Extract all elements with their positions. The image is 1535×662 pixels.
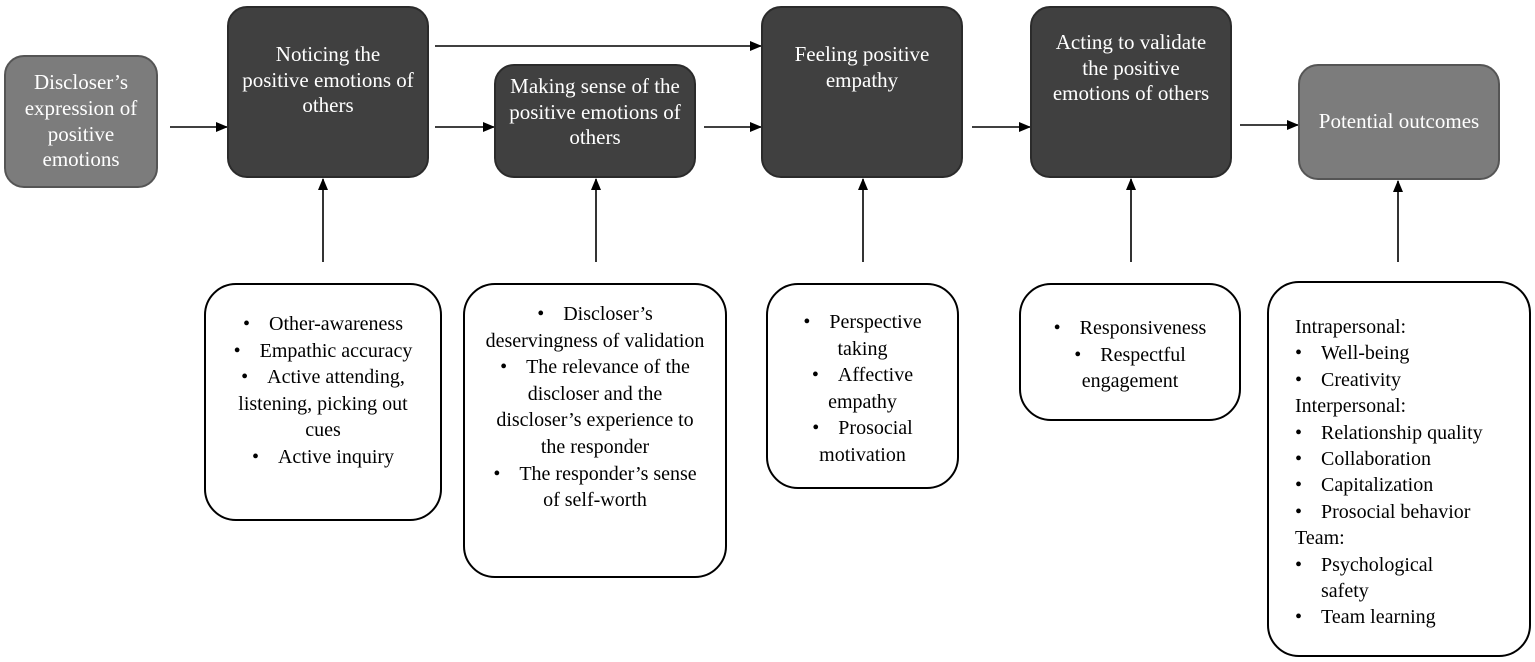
detail-making-sense-list: •Discloser’s deservingness of validation…: [483, 301, 707, 514]
bullet: •: [1053, 317, 1061, 339]
list-item-text: Discloser’s deservingness of validation: [485, 303, 705, 352]
node-feeling: Feeling positive empathy: [761, 6, 963, 178]
node-noticing: Noticing the positive emotions of others: [227, 6, 429, 178]
heading-team: Team:: [1295, 527, 1345, 550]
list-item-text: Responsiveness: [1079, 317, 1207, 339]
list-item: • Psychological safety: [1295, 552, 1519, 605]
list-item: • Active inquiry: [220, 444, 426, 471]
list-team: • Psychological safety • Team learning: [1295, 552, 1519, 631]
node-outcomes-label: Potential outcomes: [1318, 109, 1480, 134]
list-item: • Team learning: [1295, 604, 1519, 630]
list-item: • The responder’s sense of self-worth: [483, 461, 707, 514]
bullet: •: [811, 364, 819, 387]
bullet: •: [1295, 606, 1303, 629]
list-item-text: Active attending, listening, picking out…: [238, 366, 408, 442]
detail-feeling-list: • Perspective taking • Affective empathy •…: [782, 309, 943, 469]
detail-acting-list: •Responsiveness •Respectful engagement: [1033, 315, 1227, 395]
list-item-text: Active inquiry: [277, 445, 395, 468]
node-expression-label: Discloser’s expression of positive emoti…: [24, 70, 138, 172]
list-item: •Discloser’s deservingness of validation: [483, 301, 707, 354]
list-item-text: The relevance of the discloser and the d…: [496, 356, 694, 458]
bullet: •: [1295, 421, 1303, 444]
list-item: • Well-being: [1295, 340, 1519, 366]
list-item-text: Psychological safety: [1321, 553, 1434, 602]
list-item: •Prosocial motivation: [782, 415, 943, 468]
bullet: •: [233, 339, 241, 362]
list-item-text: The responder’s sense of self-worth: [519, 462, 697, 512]
list-item: • Creativity: [1295, 367, 1519, 393]
list-item-text: Affective empathy: [828, 364, 914, 413]
bullet: •: [1295, 342, 1303, 365]
list-item-text: Well-being: [1321, 342, 1410, 365]
list-item-text: Creativity: [1321, 368, 1401, 391]
bullet: •: [1074, 343, 1082, 366]
list-interpersonal: • Relationship quality • Collaboration • Ca…: [1295, 420, 1519, 526]
bullet: •: [1295, 500, 1303, 523]
list-item-text: Prosocial behavior: [1321, 500, 1471, 523]
list-item-text: Team learning: [1321, 606, 1436, 629]
detail-making-sense: •Discloser’s deservingness of validation…: [463, 283, 727, 578]
node-acting-label: Acting to validate the positive emotions…: [1052, 30, 1210, 106]
bullet: •: [241, 366, 249, 389]
list-item-text: Capitalization: [1321, 474, 1434, 497]
bullet: •: [1295, 474, 1303, 497]
bullet: •: [1295, 553, 1303, 576]
node-feeling-label: Feeling positive empathy: [794, 42, 930, 92]
detail-noticing: •Other-awareness •Empathic accuracy •Act…: [204, 283, 442, 521]
list-item-text: Respectful engagement: [1081, 343, 1186, 393]
bullet: •: [537, 303, 545, 325]
list-item-text: Collaboration: [1321, 447, 1431, 470]
detail-acting: •Responsiveness •Respectful engagement: [1019, 283, 1241, 421]
node-noticing-label: Noticing the positive emotions of others: [242, 42, 414, 118]
bullet: •: [251, 445, 259, 468]
node-making-sense-label: Making sense of the positive emotions of…: [509, 74, 681, 150]
list-item: •Active attending, listening, picking ou…: [220, 364, 426, 444]
bullet: •: [803, 311, 811, 333]
node-making-sense: Making sense of the positive emotions of…: [494, 64, 696, 178]
detail-feeling: • Perspective taking • Affective empathy •…: [766, 283, 959, 489]
list-item: • Collaboration: [1295, 446, 1519, 472]
heading-intrapersonal: Intrapersonal:: [1295, 316, 1407, 338]
list-item-text: Perspective taking: [829, 311, 922, 360]
bullet: •: [812, 417, 820, 440]
list-item: • Perspective taking: [782, 309, 943, 362]
node-expression: Discloser’s expression of positive emoti…: [4, 55, 158, 188]
list-item-text: Prosocial motivation: [819, 417, 913, 466]
list-item: • Responsiveness: [1033, 315, 1227, 342]
bullet: •: [243, 313, 251, 335]
node-outcomes: Potential outcomes: [1298, 64, 1500, 180]
list-item: • Other-awareness: [220, 311, 426, 338]
bullet: •: [1295, 368, 1303, 391]
list-item: • Capitalization: [1295, 472, 1519, 498]
list-item-text: Empathic accuracy: [259, 339, 413, 362]
list-intrapersonal: • Well-being • Creativity: [1295, 340, 1519, 393]
list-item: •The relevance of the discloser and the …: [483, 354, 707, 460]
list-item: •Respectful engagement: [1033, 342, 1227, 395]
node-acting: Acting to validate the positive emotions…: [1030, 6, 1232, 178]
list-item: • Empathic accuracy: [220, 338, 426, 365]
list-item: • Affective empathy: [782, 362, 943, 415]
detail-outcomes: Intrapersonal: • Well-being • Creativity I…: [1267, 281, 1531, 657]
bullet: •: [493, 462, 501, 485]
list-item-text: Other-awareness: [269, 313, 403, 335]
list-item-text: Relationship quality: [1321, 421, 1483, 444]
bullet: •: [1295, 447, 1303, 470]
bullet: •: [500, 356, 508, 379]
list-item: • Relationship quality: [1295, 420, 1519, 446]
list-item: • Prosocial behavior: [1295, 499, 1519, 525]
detail-noticing-list: •Other-awareness •Empathic accuracy •Act…: [220, 311, 426, 471]
heading-interpersonal: Interpersonal:: [1295, 395, 1407, 418]
